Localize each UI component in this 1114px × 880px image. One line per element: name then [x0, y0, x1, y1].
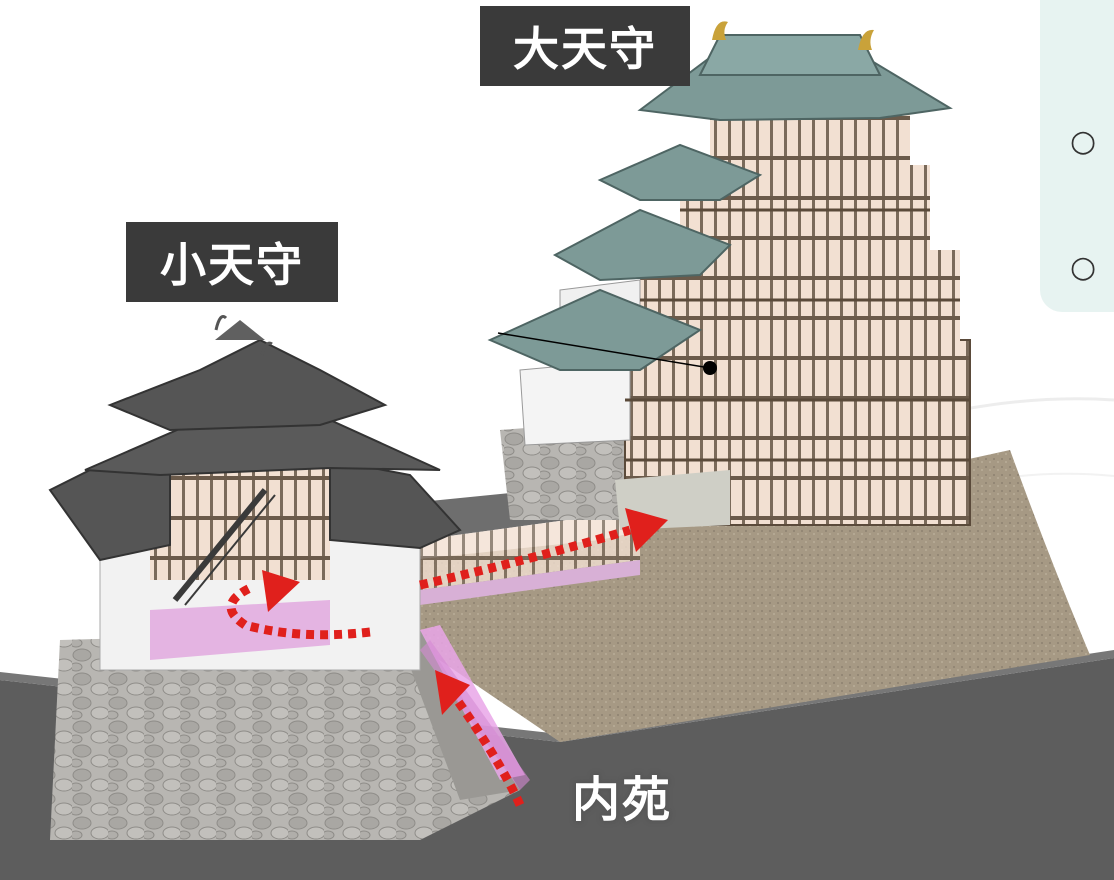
arrowhead-up-garden: [435, 670, 470, 715]
arrowhead-small-keep: [262, 570, 300, 612]
side-panel-bullet: ○: [1070, 250, 1097, 285]
route-arrowheads: [262, 508, 668, 715]
route-arrows: [226, 525, 632, 807]
arrow-small-keep-loop: [226, 583, 371, 640]
main-keep: [487, 21, 971, 530]
label-small-keep: 小天守: [126, 222, 338, 302]
label-main-keep: 大天守: [480, 6, 690, 86]
arrowhead-main-keep: [625, 508, 668, 552]
side-panel: [1040, 0, 1114, 312]
small-keep: [48, 315, 462, 671]
side-panel-bullet: ○: [1070, 124, 1097, 159]
arrow-garden-to-small-keep: [446, 687, 525, 807]
label-inner-garden: 内苑: [572, 772, 673, 828]
